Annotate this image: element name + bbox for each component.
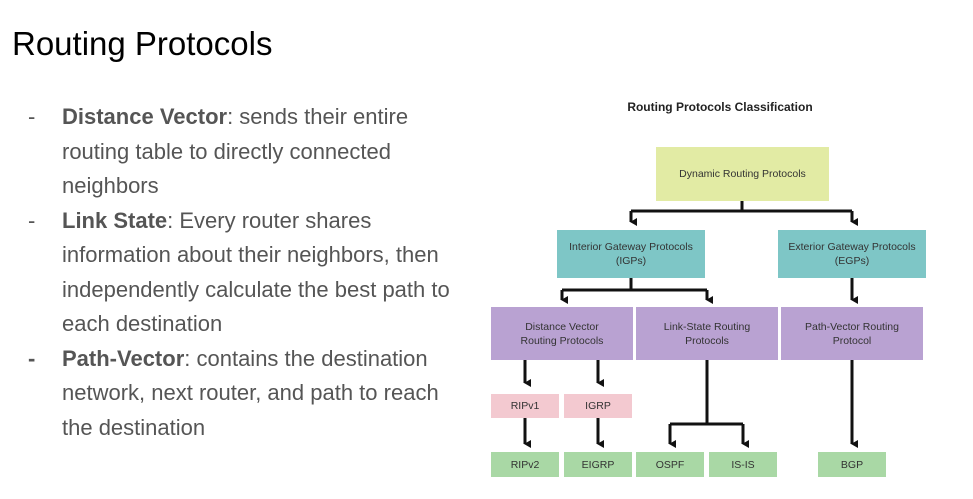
bullet-list: - Distance Vector: sends their entire ro… bbox=[28, 100, 468, 445]
node-igrp: IGRP bbox=[564, 394, 632, 418]
node-exterior-gateway-protocols: Exterior Gateway Protocols (EGPs) bbox=[778, 230, 926, 278]
bullet-term: Link State bbox=[62, 207, 168, 233]
diagram-title: Routing Protocols Classification bbox=[627, 100, 813, 114]
bullet-text: : Every router shares information about … bbox=[62, 207, 450, 337]
node-is-is: IS-IS bbox=[709, 452, 777, 477]
bullet-distance-vector: - Distance Vector: sends their entire ro… bbox=[28, 100, 468, 204]
node-ripv1: RIPv1 bbox=[491, 394, 559, 418]
node-distance-vector: Distance Vector Routing Protocols bbox=[491, 307, 633, 360]
node-path-vector: Path-Vector Routing Protocol bbox=[781, 307, 923, 360]
slide-title: Routing Protocols bbox=[12, 25, 273, 62]
bullet-term: Distance Vector bbox=[62, 104, 228, 129]
node-dynamic-routing-protocols: Dynamic Routing Protocols bbox=[656, 147, 829, 201]
node-eigrp: EIGRP bbox=[564, 452, 632, 477]
node-link-state: Link-State Routing Protocols bbox=[636, 307, 778, 360]
node-interior-gateway-protocols: Interior Gateway Protocols (IGPs) bbox=[557, 230, 705, 278]
bullet-text: : sends their entire routing table to di… bbox=[62, 104, 409, 198]
bullet-dash: - bbox=[28, 345, 36, 371]
bullet-dash: - bbox=[28, 207, 36, 233]
bullet-term: Path-Vector bbox=[62, 345, 185, 371]
bullet-path-vector: - Path-Vector: contains the destination … bbox=[28, 342, 468, 446]
bullet-link-state: - Link State: Every router shares inform… bbox=[28, 204, 468, 342]
node-bgp: BGP bbox=[818, 452, 886, 477]
node-ripv2: RIPv2 bbox=[491, 452, 559, 477]
bullet-text: : contains the destination network, next… bbox=[62, 345, 439, 440]
node-ospf: OSPF bbox=[636, 452, 704, 477]
bullet-dash: - bbox=[28, 104, 36, 129]
